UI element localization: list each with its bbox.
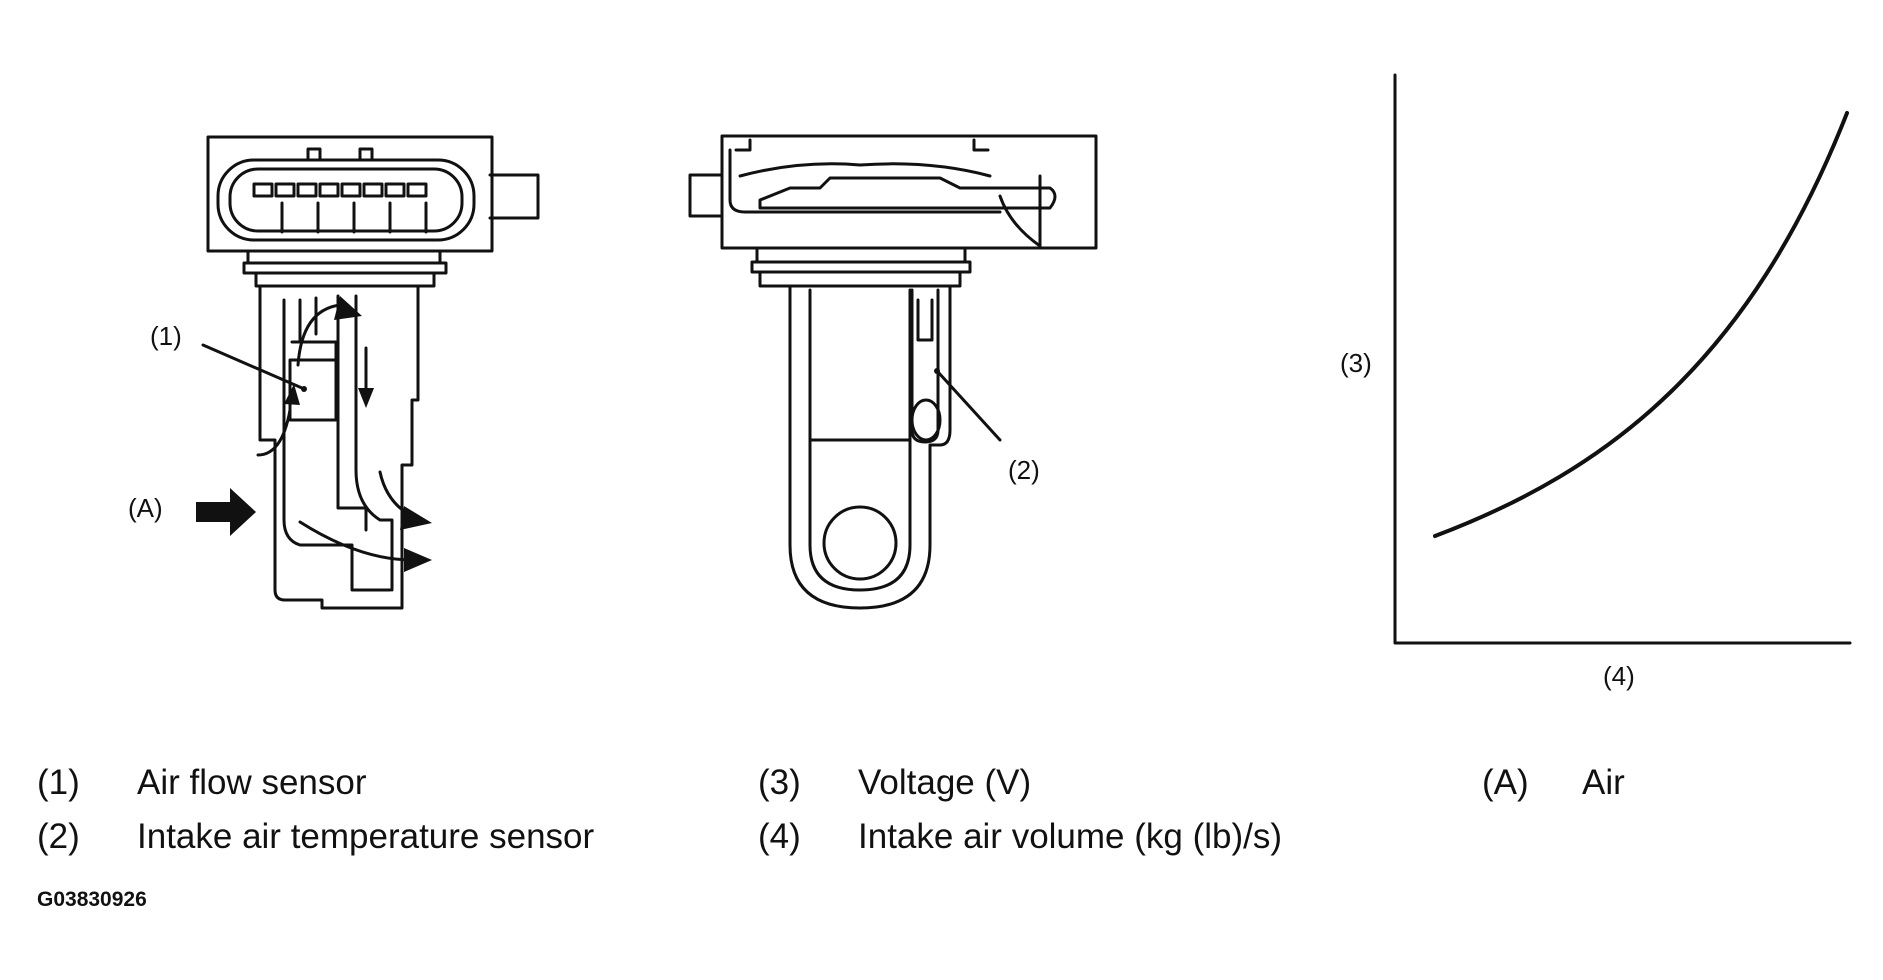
intake-temp-element <box>910 398 942 442</box>
legend-key: (2) <box>37 817 80 856</box>
legend-key: (A) <box>1482 763 1529 802</box>
air-inlet-arrow <box>196 488 256 536</box>
callout-A: (A) <box>128 493 163 523</box>
leader-line-1 <box>201 343 304 390</box>
legend-key: (3) <box>758 763 801 802</box>
airflow-arrow-exit-lower <box>298 520 414 562</box>
legend-item-2: (2) Intake air temperature sensor <box>37 819 594 854</box>
legend-text: Voltage (V) <box>858 763 1032 802</box>
graph-x-axis-label: (4) <box>1603 661 1635 691</box>
legend-item-3: (3) Voltage (V) <box>758 765 1031 800</box>
legend-text: Intake air volume (kg (lb)/s) <box>858 817 1283 856</box>
sensor-probe-body <box>258 284 420 610</box>
sensor-housing-side <box>720 134 1098 250</box>
legend-item-1: (1) Air flow sensor <box>37 765 367 800</box>
legend-item-A: (A) Air <box>1482 765 1625 800</box>
legend-text: Air flow sensor <box>137 763 367 802</box>
voltage-graph <box>1393 73 1852 645</box>
sensor-probe-side <box>788 284 952 610</box>
graph-curve <box>1433 111 1849 538</box>
legend-key: (1) <box>37 763 80 802</box>
sensor-side-view <box>688 134 1098 610</box>
legend-key: (4) <box>758 817 801 856</box>
connector-tab <box>488 173 540 220</box>
leader-line-2 <box>936 370 1002 442</box>
airflow-arrow-inlet <box>256 408 292 457</box>
callout-2: (2) <box>1008 455 1040 485</box>
legend-text: Air <box>1582 763 1625 802</box>
electrical-connector <box>216 158 476 242</box>
legend-item-4: (4) Intake air volume (kg (lb)/s) <box>758 819 1282 854</box>
graph-y-axis-label: (3) <box>1340 348 1372 378</box>
probe-end-opening <box>822 505 898 581</box>
connector-tab-side <box>688 173 724 218</box>
graph-axes <box>1393 73 1852 645</box>
sensor-front-view <box>206 135 540 610</box>
figure-id: G03830926 <box>37 888 147 911</box>
legend-text: Intake air temperature sensor <box>137 817 595 856</box>
airflow-arrow-up <box>296 303 342 367</box>
connector-pins <box>252 182 428 234</box>
callout-1: (1) <box>150 321 182 351</box>
sensor-housing <box>206 135 494 253</box>
sensor-flange <box>246 249 442 265</box>
